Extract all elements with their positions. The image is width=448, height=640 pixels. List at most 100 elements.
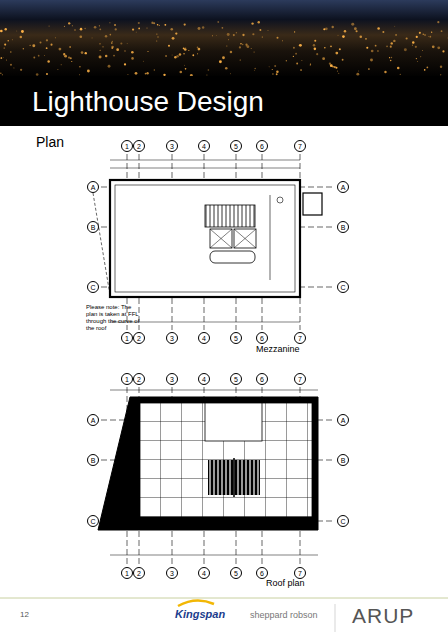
light-dot <box>10 64 12 66</box>
light-dot <box>257 21 259 23</box>
light-dot <box>267 30 268 31</box>
light-dot <box>163 74 165 76</box>
light-dot <box>111 46 114 49</box>
light-dot <box>230 73 232 75</box>
light-dot <box>168 45 170 47</box>
light-dot <box>0 30 3 33</box>
light-dot <box>94 26 97 29</box>
light-dot <box>239 46 241 48</box>
light-dot <box>227 33 230 36</box>
light-dot <box>428 35 430 37</box>
footer-rule <box>0 598 448 599</box>
light-dot <box>391 57 392 58</box>
grid-ref: 6 <box>260 335 264 342</box>
title-band <box>0 76 448 126</box>
grid-ref: 1 <box>125 335 129 342</box>
light-dot <box>146 28 147 29</box>
light-dot <box>20 36 22 38</box>
light-dot <box>222 27 224 29</box>
grid-ref: A <box>341 184 346 191</box>
light-dot <box>245 45 247 47</box>
light-dot <box>222 56 225 59</box>
light-dot <box>259 29 261 31</box>
grid-bubble: 4 <box>198 140 210 152</box>
light-dot <box>10 51 12 53</box>
page-title: Lighthouse Design <box>32 86 264 118</box>
light-dot <box>79 74 80 75</box>
light-dot <box>3 56 5 58</box>
light-dot <box>416 61 418 63</box>
light-dot <box>420 56 422 58</box>
light-dot <box>46 39 48 41</box>
grid-bubble: 2 <box>133 140 145 152</box>
light-dot <box>354 27 357 30</box>
grid-bubble: A <box>87 414 99 426</box>
light-dot <box>262 36 263 37</box>
light-dot <box>429 36 431 38</box>
light-dot <box>272 69 273 70</box>
light-dot <box>242 44 243 45</box>
light-dot <box>316 53 318 55</box>
light-dot <box>416 36 418 38</box>
light-dot <box>175 32 177 34</box>
kingspan-swoosh <box>178 600 214 606</box>
light-dot <box>233 34 235 36</box>
light-dot <box>219 60 222 63</box>
light-dot <box>55 37 56 38</box>
grid-ref: 5 <box>234 570 238 577</box>
grid-ref: C <box>90 284 95 291</box>
light-dot <box>432 45 435 48</box>
light-dot <box>225 67 228 70</box>
light-dot <box>6 60 7 61</box>
grid-ref: 2 <box>137 570 141 577</box>
light-dot <box>50 44 52 46</box>
drawing-caption: Roof plan <box>266 578 305 588</box>
grid-ref: 5 <box>234 143 238 150</box>
light-dot <box>192 54 194 56</box>
light-dot <box>440 66 442 68</box>
grid-bubble: 2 <box>133 332 145 344</box>
light-dot <box>236 32 237 33</box>
light-dot <box>1 58 2 59</box>
light-dot <box>386 45 388 47</box>
grid-bubble: 6 <box>256 332 268 344</box>
light-dot <box>300 69 302 71</box>
light-dot <box>310 64 311 65</box>
grid-ref: 6 <box>260 376 264 383</box>
light-dot <box>344 30 346 32</box>
light-dot <box>100 50 101 51</box>
light-dot <box>391 42 393 44</box>
light-dot <box>366 47 368 49</box>
light-dot <box>382 31 384 33</box>
light-dot <box>30 45 31 46</box>
light-dot <box>202 26 204 28</box>
light-dot <box>360 35 363 38</box>
light-dot <box>138 28 140 30</box>
light-dot <box>342 59 344 61</box>
light-dot <box>87 70 90 73</box>
light-dot <box>390 60 392 62</box>
light-dot <box>299 44 302 47</box>
grid-ref: B <box>91 224 96 231</box>
grid-bubble: 7 <box>294 140 306 152</box>
grid-ref: 3 <box>170 570 174 577</box>
light-dot <box>268 66 270 68</box>
light-dot <box>102 46 103 47</box>
light-dot <box>46 47 48 49</box>
light-dot <box>108 65 111 68</box>
light-dot <box>114 24 116 26</box>
grid-bubble: 6 <box>256 373 268 385</box>
light-dot <box>313 44 315 46</box>
light-dot <box>296 63 298 65</box>
light-dot <box>427 67 429 69</box>
grid-bubble: 5 <box>230 373 242 385</box>
light-dot <box>197 47 199 49</box>
light-dot <box>394 25 396 27</box>
light-dot <box>390 46 392 48</box>
grid-bubble: A <box>337 181 349 193</box>
grid-ref: C <box>340 284 345 291</box>
light-dot <box>412 45 413 46</box>
light-dot <box>277 37 279 39</box>
light-dot <box>170 28 173 31</box>
light-dot <box>330 46 332 48</box>
